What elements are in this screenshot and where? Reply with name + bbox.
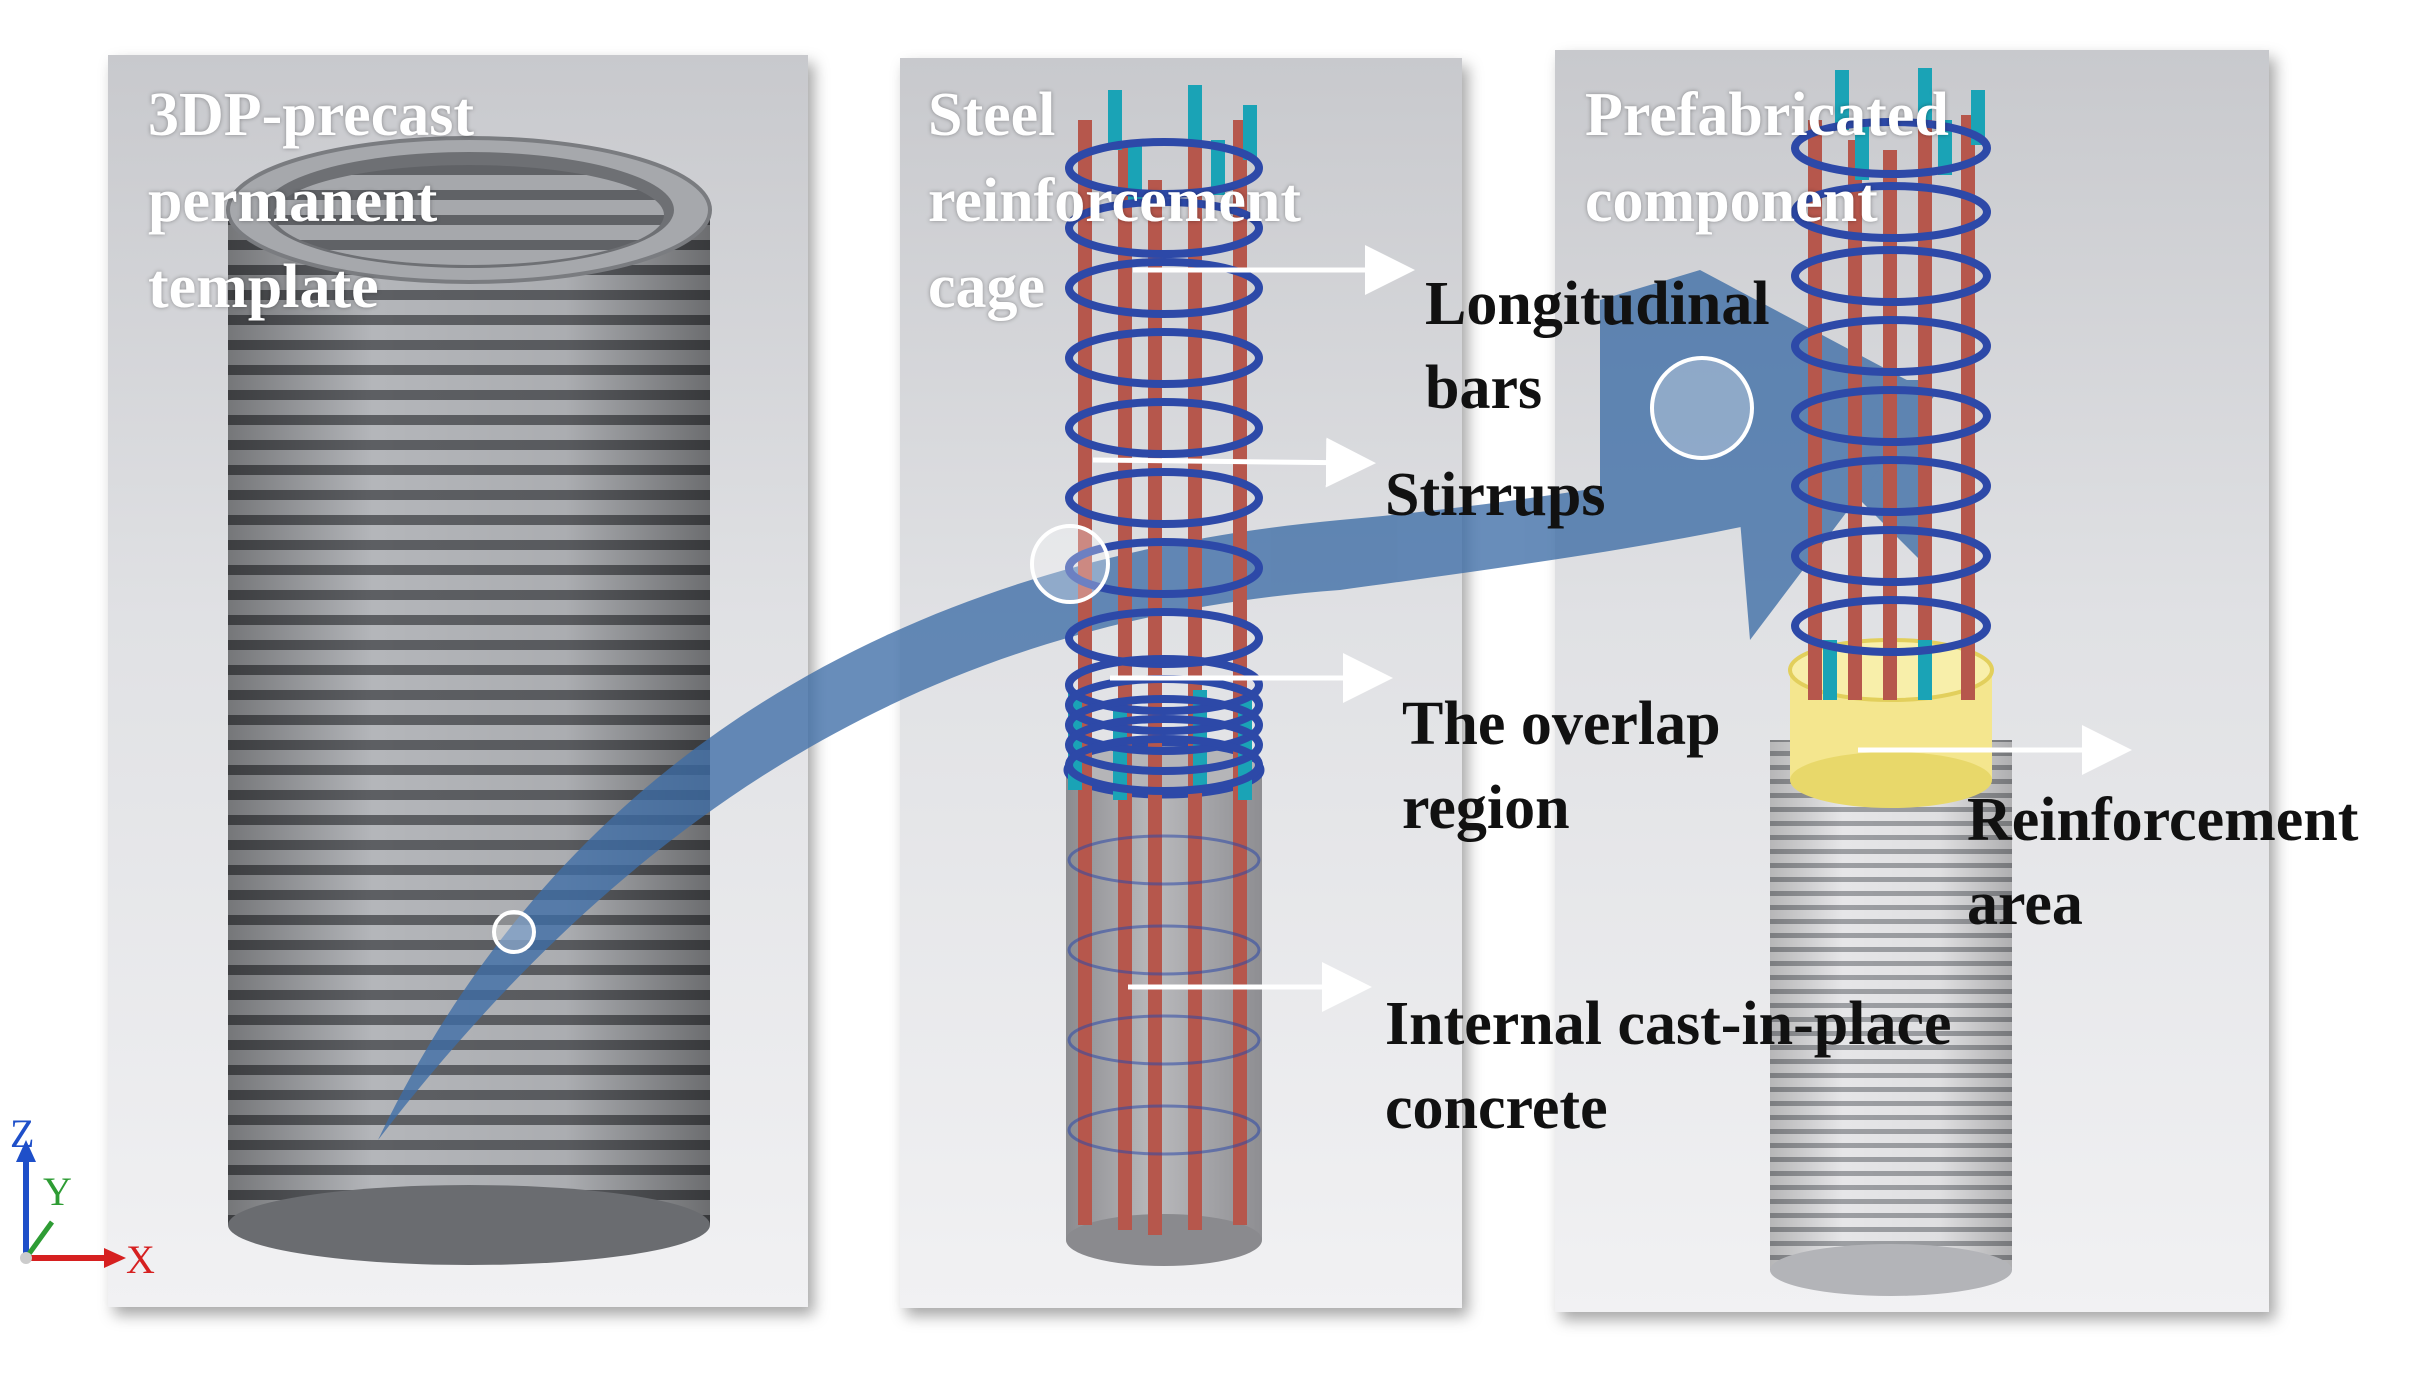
axis-z-label: Z: [10, 1111, 35, 1156]
panel-2-title: Steel reinforcement cage: [928, 81, 1301, 321]
stirrups-component: [1791, 118, 1991, 656]
leader-arrows: [1092, 245, 2132, 1012]
stirrups-cage: [1065, 138, 1263, 1156]
template-cylinder: [226, 136, 712, 1265]
cast-in-place-concrete: [1063, 741, 1265, 1266]
axis-y-label: Y: [43, 1169, 72, 1214]
panel-3-title: Prefabricated component: [1585, 81, 1949, 235]
panel-1-title: 3DP-precast permanent template: [148, 81, 474, 321]
label-cast-in-place-concrete: Internal cast-in-place concrete: [1385, 990, 1952, 1142]
label-reinforcement-area: Reinforcement area: [1967, 786, 2359, 938]
coordinate-axes-icon: [16, 1140, 126, 1268]
prefabricated-cylinder: [1770, 740, 2012, 1296]
label-stirrups: Stirrups: [1385, 461, 1606, 529]
axis-x-label: X: [126, 1237, 155, 1282]
label-overlap-region: The overlap region: [1402, 690, 1721, 842]
highlight-circles: [492, 356, 1754, 954]
label-longitudinal-bars: Longitudinal bars: [1425, 270, 1770, 422]
